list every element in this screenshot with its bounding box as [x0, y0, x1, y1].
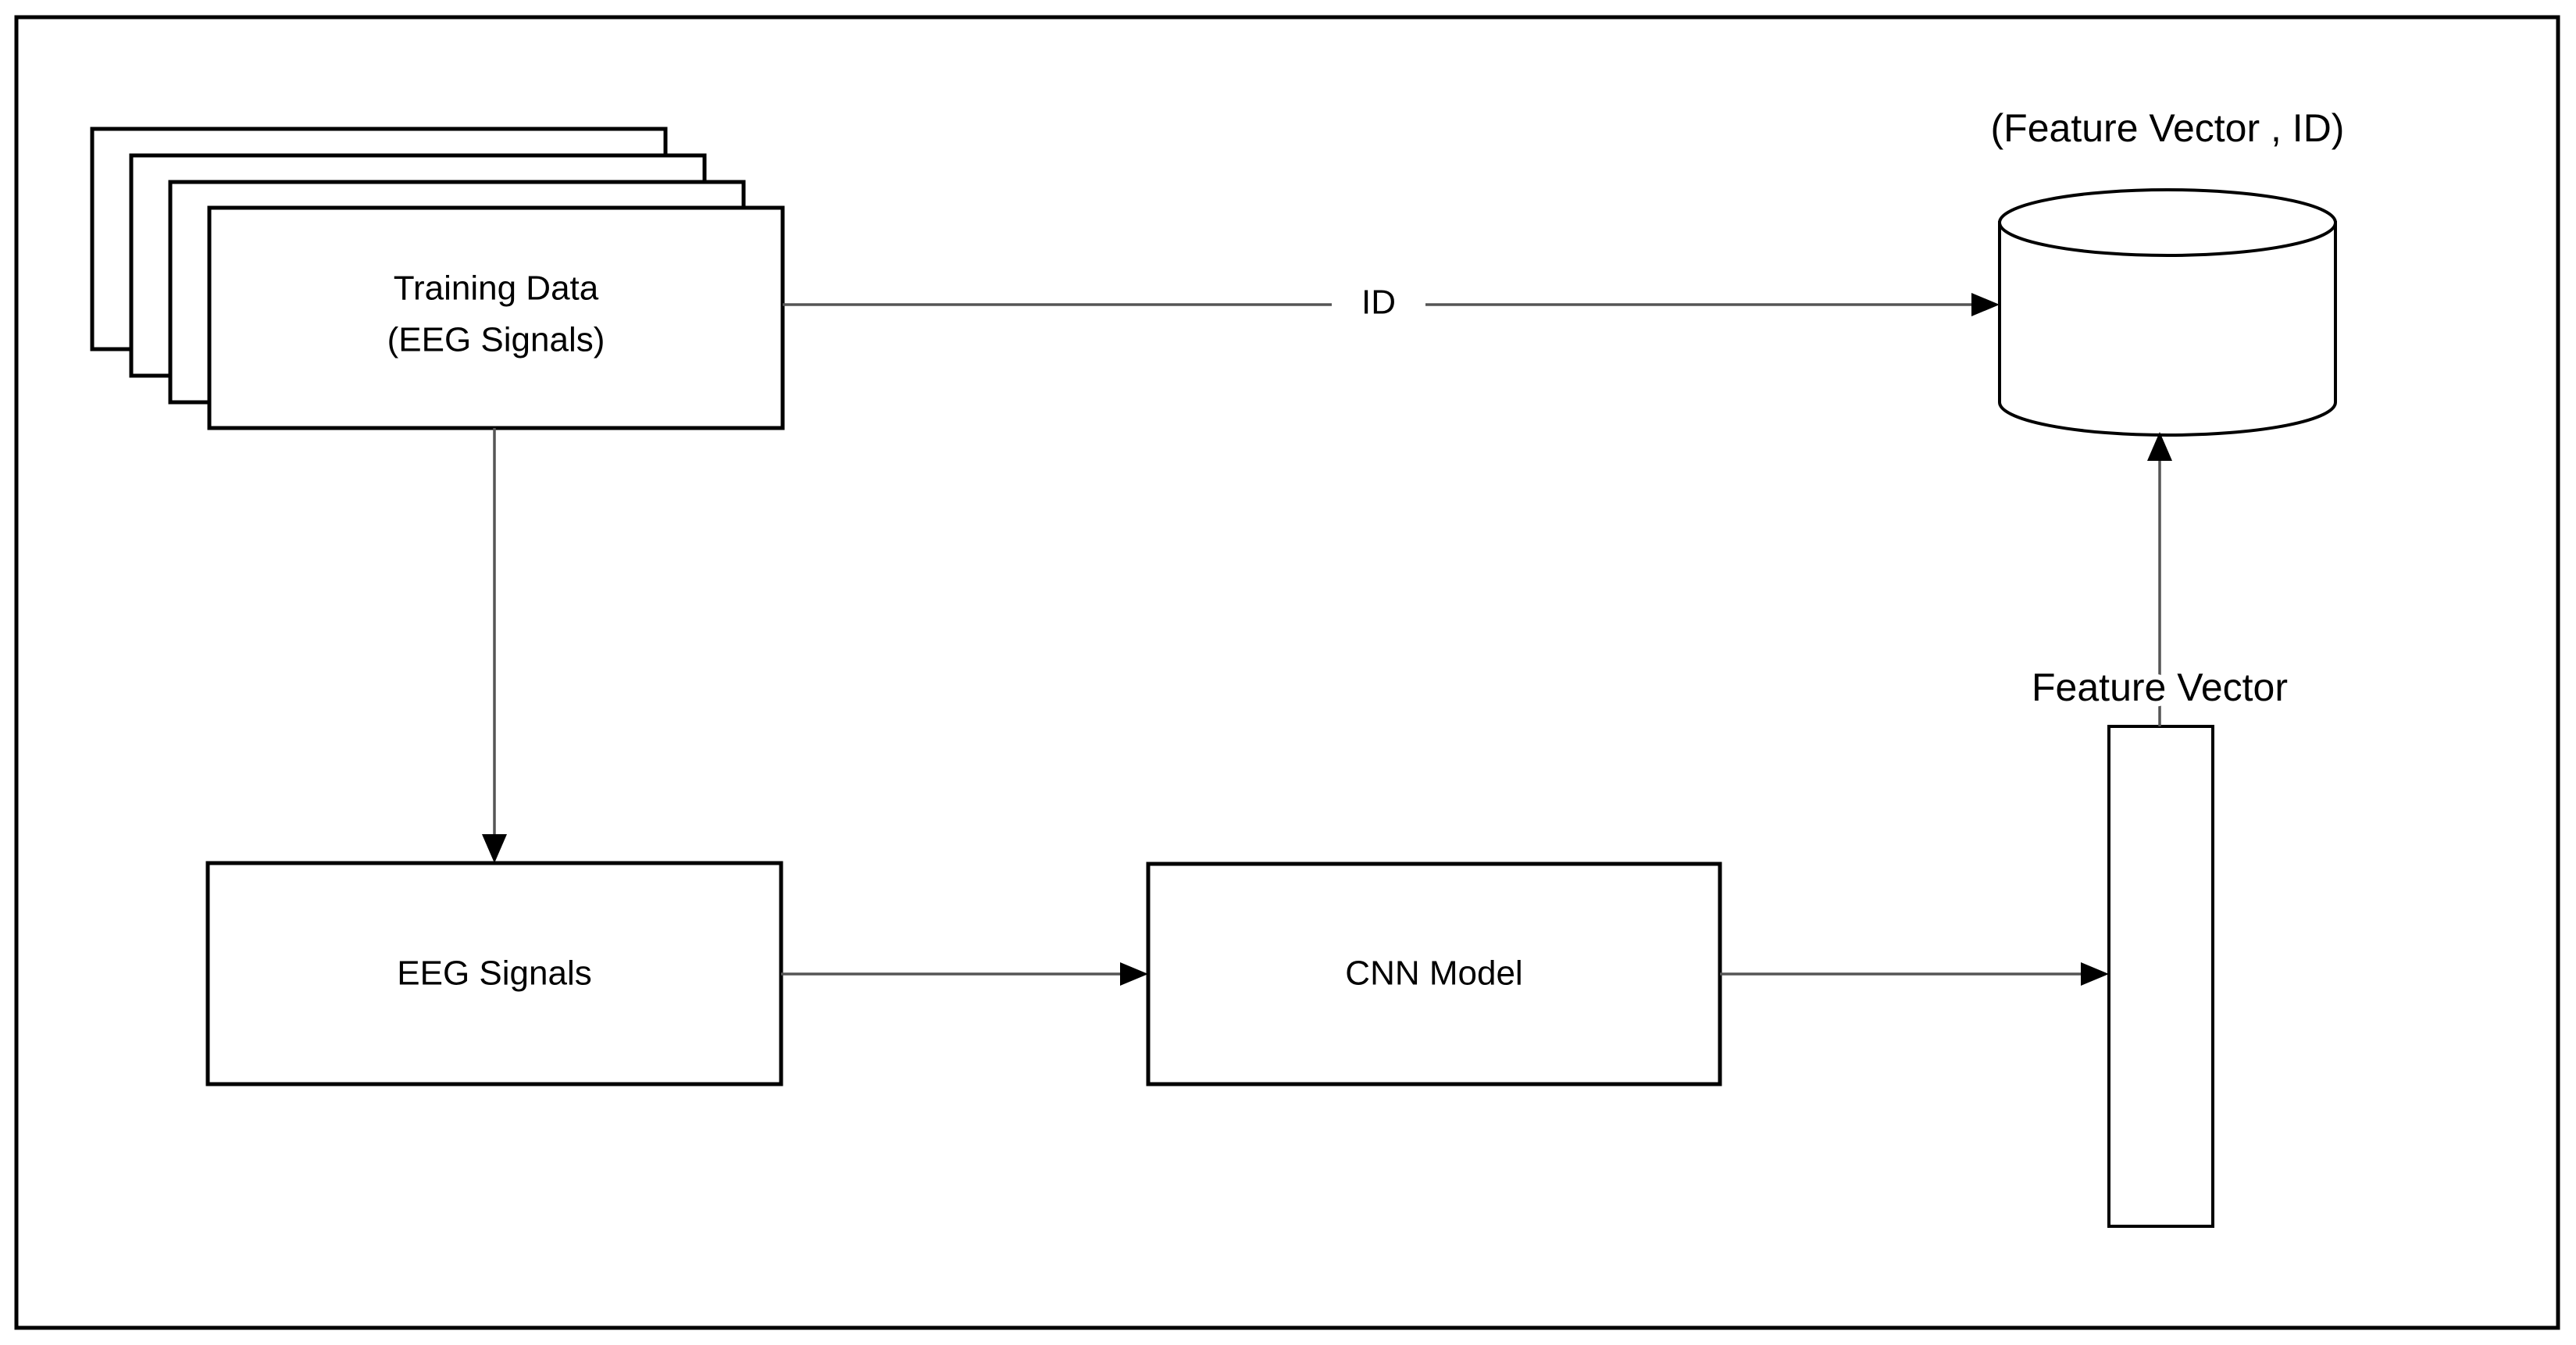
cnn-model-label: CNN Model	[1345, 954, 1522, 993]
edge-eeg-to-cnn-arrowhead	[1120, 962, 1148, 986]
database-node[interactable]	[1998, 188, 2337, 437]
training-data-node[interactable]	[207, 205, 785, 430]
edge-training-to-eeg-arrowhead	[482, 834, 507, 863]
feature-vector-bar-label: Feature Vector	[2032, 665, 2288, 709]
edge-training-to-db-arrowhead	[1971, 293, 2000, 316]
diagram-frame-border	[14, 15, 2560, 1330]
database-label: (Feature Vector , ID)	[1991, 106, 2345, 150]
training-data-label-line1: Training Data	[394, 269, 599, 308]
feature-vector-bar-node[interactable]	[2107, 725, 2214, 1228]
database-cylinder-body	[1998, 221, 2337, 437]
database-cylinder-top-ellipse	[1998, 188, 2337, 257]
edge-featurevector-to-db-arrowhead	[2147, 432, 2172, 461]
training-data-label-line2: (EEG Signals)	[387, 321, 605, 359]
edge-cnn-to-featurevector-arrowhead	[2081, 962, 2109, 986]
eeg-signals-node[interactable]	[205, 861, 783, 1086]
edge-label-id: ID	[1361, 284, 1396, 322]
eeg-signals-label: EEG Signals	[397, 954, 591, 993]
